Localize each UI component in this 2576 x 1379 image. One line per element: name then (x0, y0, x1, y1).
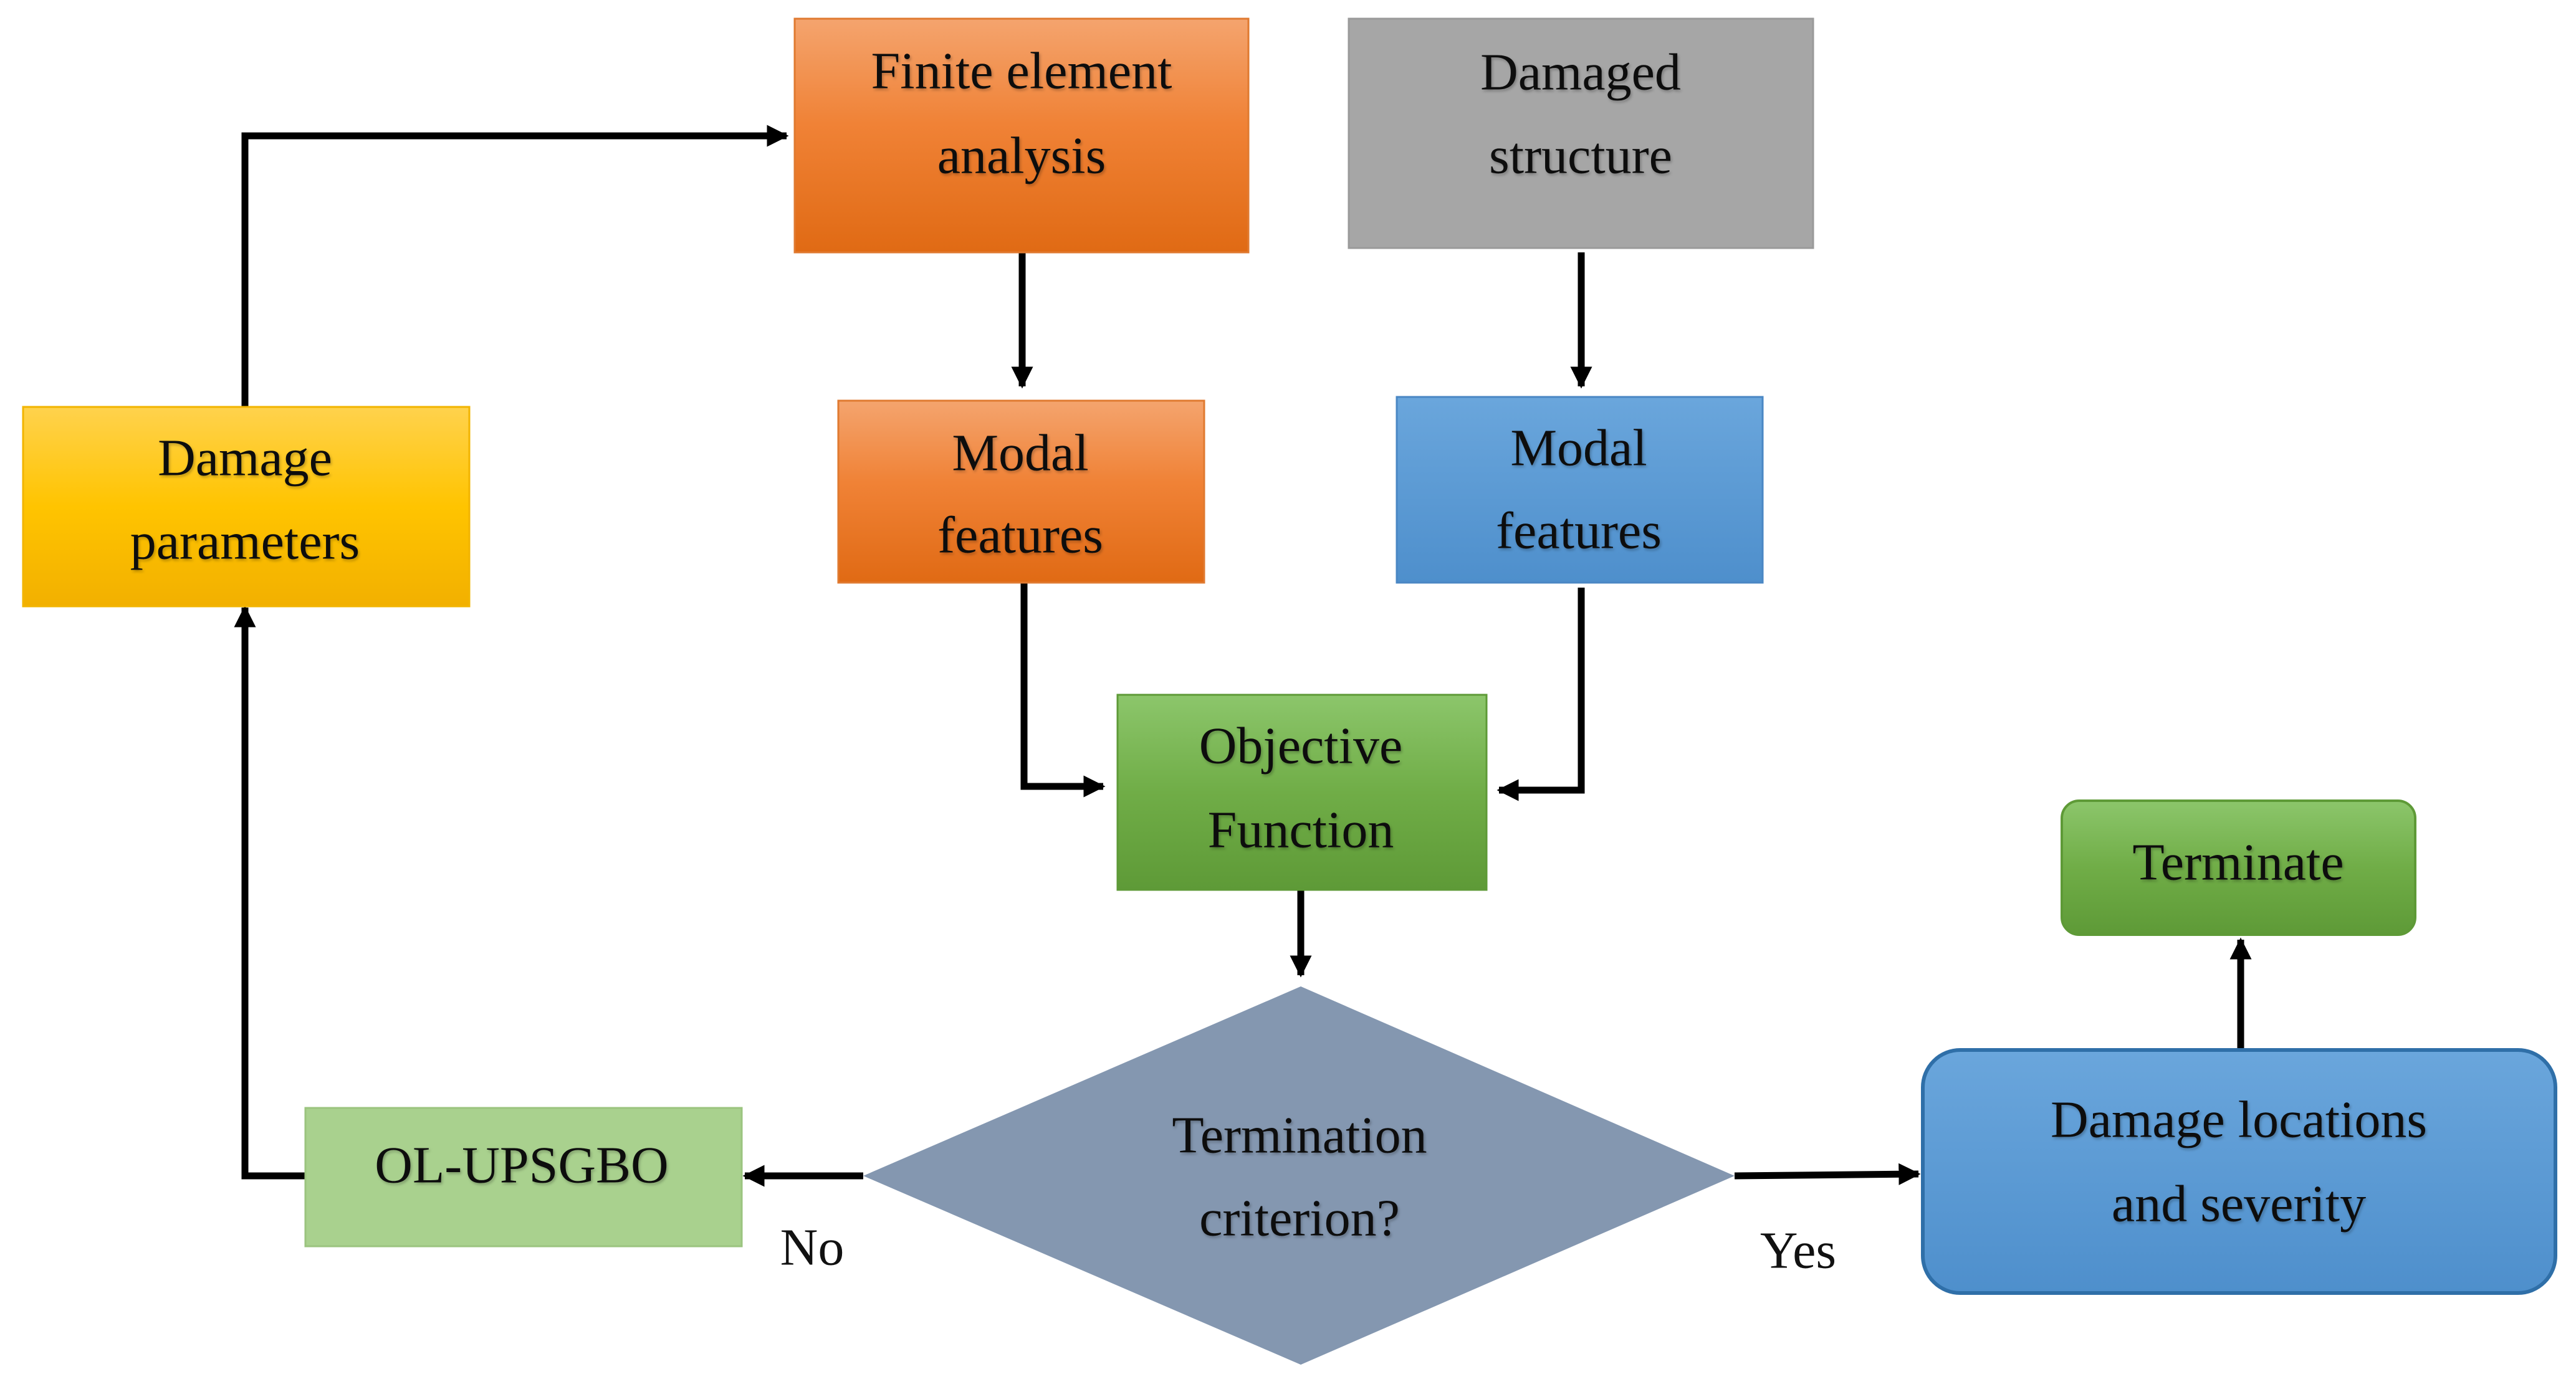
node-label-line-1: Modal (1510, 419, 1647, 477)
node-label-line-2: features (1496, 502, 1662, 560)
node-shape (1116, 694, 1488, 891)
node-label-line-1: Finite element (871, 42, 1172, 100)
node-label-line-2: features (937, 506, 1103, 564)
edge-label-yes: Yes (1760, 1221, 1836, 1279)
node-label-line-2: analysis (937, 126, 1106, 184)
node-optimizer: OL-UPSGBO (304, 1107, 743, 1248)
node-objective-function: Objective Function (1116, 694, 1488, 891)
node-label-line-1: Termination (1172, 1106, 1427, 1164)
node-label-line-1: Objective (1199, 717, 1403, 775)
node-shape (2061, 799, 2416, 936)
node-shape (304, 1107, 743, 1248)
node-shape (837, 399, 1205, 584)
edge-optimizer-to-damage-parameters (234, 605, 305, 1180)
node-label-line-1: Damage locations (2051, 1090, 2427, 1148)
node-label-line-1: Damaged (1480, 43, 1681, 101)
edges (234, 125, 2252, 1187)
node-shape (1396, 396, 1764, 584)
node-modal-features-measured: Modal features (1396, 396, 1764, 584)
edge-damage-parameters-to-fea (241, 125, 789, 407)
node-shape (1921, 1048, 2557, 1295)
node-label-line-1: Damage (158, 429, 332, 487)
node-damaged-structure: Damaged structure (1348, 17, 1814, 249)
node-label-line-1: Modal (952, 424, 1088, 482)
node-label-line-2: and severity (2112, 1175, 2366, 1233)
edge-termination-to-damage-locations (1734, 1163, 1921, 1185)
node-label-line-1: OL-UPSGBO (375, 1136, 668, 1194)
decision-diamond (863, 986, 1735, 1365)
node-shape (22, 406, 471, 608)
node-label-line-2: criterion? (1199, 1189, 1400, 1247)
node-label-line-1: Terminate (2132, 833, 2344, 891)
node-finite-element-analysis: Finite element analysis (793, 17, 1250, 254)
edge-modal-features-fe-to-objective (1020, 583, 1106, 798)
node-terminate: Terminate (2061, 799, 2416, 936)
edge-label-no: No (780, 1218, 845, 1276)
edge-modal-features-measured-to-objective (1496, 588, 1585, 801)
node-label-line-2: parameters (130, 512, 360, 570)
node-label-line-2: structure (1489, 126, 1672, 184)
node-modal-features-fe: Modal features (837, 399, 1205, 584)
node-label-line-2: Function (1208, 801, 1394, 859)
node-damage-locations: Damage locations and severity (1921, 1048, 2557, 1295)
node-shape (1348, 17, 1814, 249)
node-shape (793, 17, 1250, 254)
node-termination-criterion: Termination criterion? (863, 986, 1735, 1365)
node-damage-parameters: Damage parameters (22, 406, 471, 608)
